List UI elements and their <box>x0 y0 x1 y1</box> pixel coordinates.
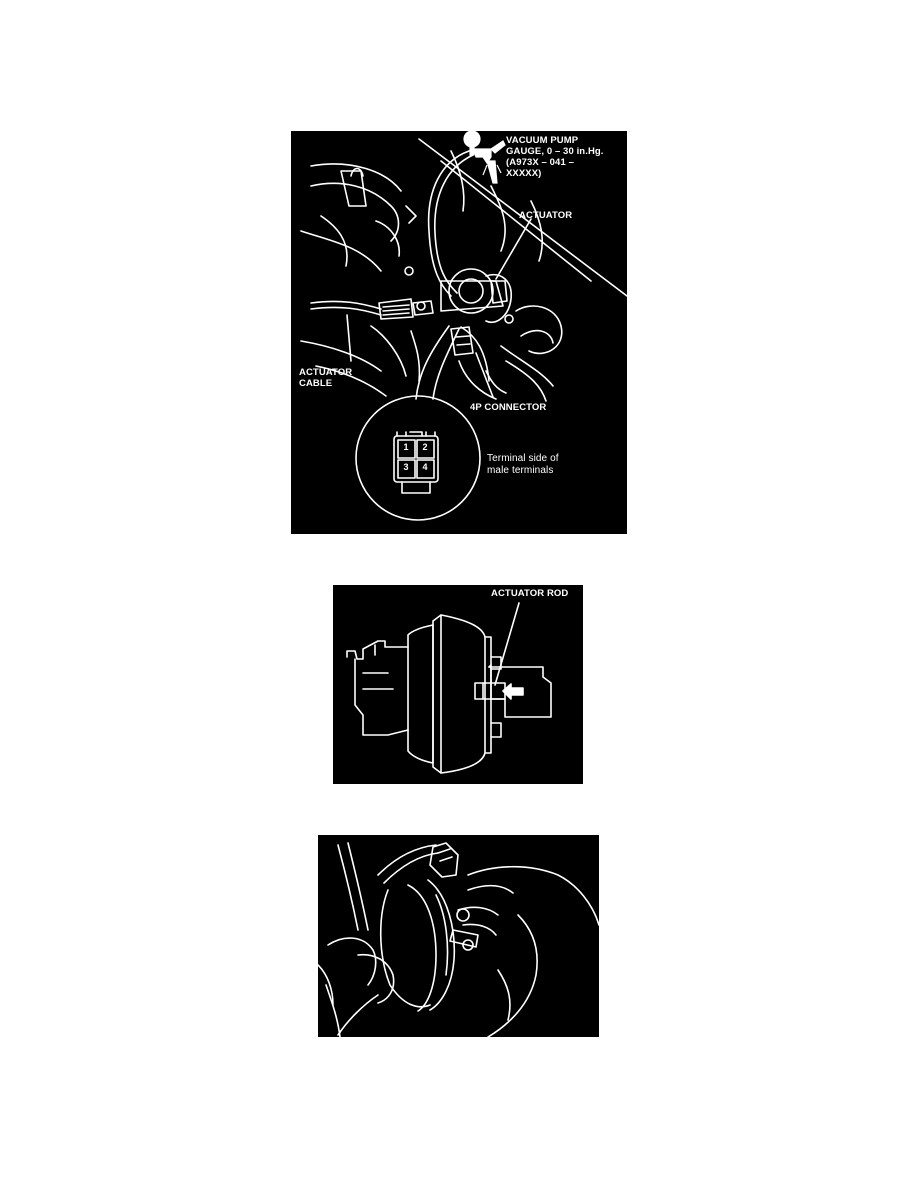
label-line: Terminal side of <box>487 453 559 464</box>
label-line: male terminals <box>487 465 554 475</box>
label-line: XXXXX) <box>506 168 542 179</box>
hands-adjusting-actuator-illustration <box>318 842 599 1037</box>
terminal-number: 1 <box>403 442 409 452</box>
label-line: VACUUM PUMP <box>506 135 579 146</box>
engine-bay-illustration <box>300 131 627 521</box>
label-line: (A973X – 041 – <box>506 157 574 168</box>
terminal-number: 4 <box>422 462 428 472</box>
label-line: GAUGE, 0 – 30 in.Hg. <box>506 146 604 157</box>
vacuum-pump-gauge-label: VACUUM PUMP GAUGE, 0 – 30 in.Hg. (A973X … <box>506 135 604 179</box>
terminal-number: 3 <box>403 462 409 472</box>
figure-actuator-vacuum-test: VACUUM PUMP GAUGE, 0 – 30 in.Hg. (A973X … <box>291 131 627 534</box>
actuator-rod-label: ACTUATOR ROD <box>491 588 569 599</box>
label-line: CABLE <box>299 378 333 389</box>
actuator-cable-label: ACTUATOR CABLE <box>299 367 352 389</box>
label-line: ACTUATOR <box>299 367 353 378</box>
figure-actuator-rod: ACTUATOR ROD <box>333 585 583 784</box>
terminal-side-label: Terminal side of male terminals <box>487 453 607 475</box>
4p-connector-label: 4P CONNECTOR <box>470 402 547 413</box>
figure-actuator-adjustment <box>318 835 599 1037</box>
terminal-number: 2 <box>422 442 428 452</box>
actuator-rod-illustration <box>346 602 552 774</box>
actuator-label: ACTUATOR <box>519 210 573 221</box>
